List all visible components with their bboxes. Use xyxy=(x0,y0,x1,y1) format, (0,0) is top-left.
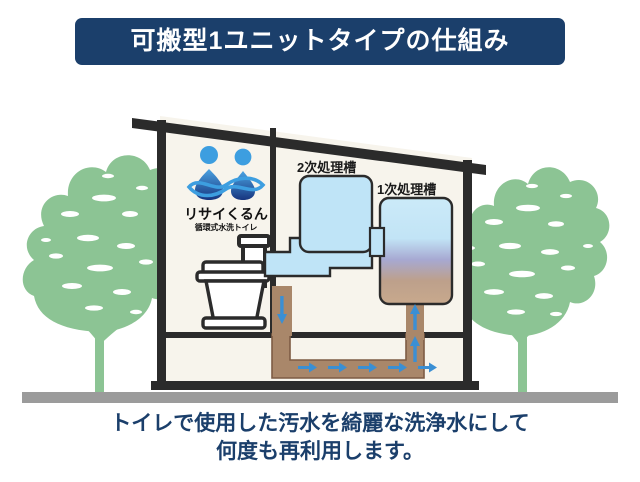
flow-arrow-up-2 xyxy=(410,304,420,330)
interior-divider-wall xyxy=(270,128,276,334)
tree-right xyxy=(452,167,610,396)
page-title: 可搬型1ユニットタイプの仕組み xyxy=(130,27,510,55)
flow-arrow-right-1 xyxy=(298,362,317,373)
right-wall xyxy=(463,160,472,388)
floor-slab xyxy=(151,381,479,390)
flow-arrow-down xyxy=(277,296,287,324)
title-banner: 可搬型1ユニットタイプの仕組み xyxy=(75,18,565,65)
secondary-treatment-tank xyxy=(298,174,374,254)
primary-treatment-tank xyxy=(368,196,454,306)
flow-arrow-right-5 xyxy=(418,362,437,373)
brand-logo-subtitle: 循環式水洗トイレ xyxy=(194,223,258,232)
ground-bar xyxy=(22,392,618,403)
label-secondary-tank: 2次処理槽 xyxy=(297,160,357,175)
caption-block: トイレで使用した汚水を綺麗な洗浄水にして 何度も再利用します。 xyxy=(0,410,640,467)
toilet-fixture xyxy=(195,234,271,330)
tree-left xyxy=(22,155,195,396)
label-primary-tank: 1次処理槽 xyxy=(377,182,437,197)
brand-logo: リサイくるん 循環式水洗トイレ xyxy=(181,145,271,235)
flow-arrow-right-3 xyxy=(358,362,377,373)
flow-arrow-right-2 xyxy=(328,362,347,373)
left-wall xyxy=(157,120,166,388)
water-droplets-icon xyxy=(186,146,266,200)
flow-arrow-up-1 xyxy=(410,336,420,362)
flow-arrow-right-4 xyxy=(388,362,407,373)
flow-arrows xyxy=(277,296,437,373)
caption-line-2: 何度も再利用します。 xyxy=(216,440,424,464)
caption-line-1: トイレで使用した汚水を綺麗な洗浄水にして xyxy=(110,412,530,435)
slanted-roof xyxy=(132,118,486,175)
brand-logo-name: リサイくるん xyxy=(184,206,268,222)
underfloor-ceiling xyxy=(164,332,464,338)
